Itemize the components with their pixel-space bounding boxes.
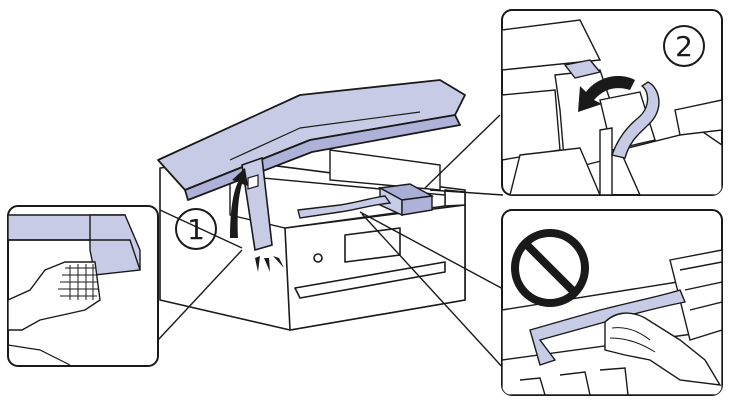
step-2-marker: 2 bbox=[663, 25, 705, 67]
support-arm bbox=[241, 156, 273, 252]
ink-carriage bbox=[377, 183, 435, 217]
stress-marks bbox=[255, 256, 284, 272]
callout-lines bbox=[157, 114, 506, 371]
scanner-lid bbox=[157, 79, 466, 201]
inset-top-right-cable bbox=[611, 81, 660, 159]
step-1-marker: 1 bbox=[175, 208, 217, 250]
remove-arrow-icon bbox=[578, 76, 635, 112]
ribbon-cable bbox=[297, 195, 392, 219]
step-2-number: 2 bbox=[675, 30, 693, 63]
step-1-number: 1 bbox=[187, 213, 205, 246]
no-entry-icon bbox=[511, 229, 589, 307]
inset-top-right: 2 bbox=[501, 9, 723, 196]
inset-bottom-right-hand bbox=[604, 312, 722, 386]
inset-bottom-right bbox=[501, 209, 723, 396]
hand-hatching bbox=[58, 264, 98, 300]
inset-left bbox=[7, 205, 159, 367]
lift-arrow-icon bbox=[230, 168, 248, 238]
